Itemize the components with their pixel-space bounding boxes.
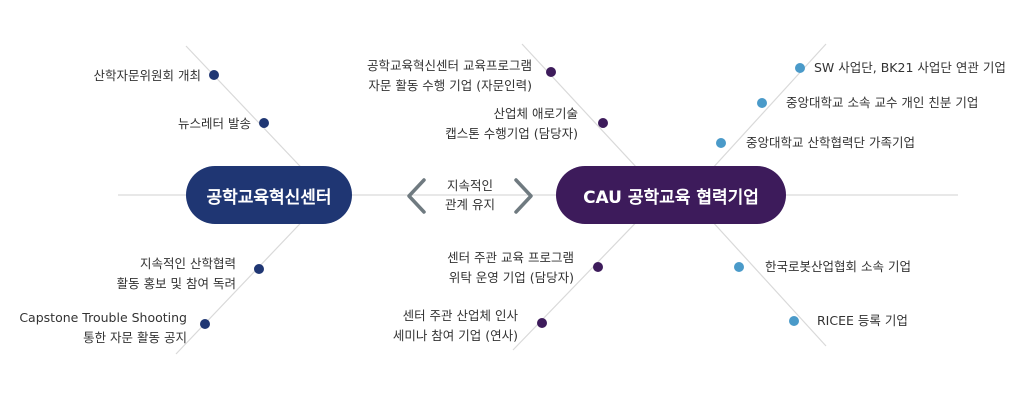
center-node-partner-companies-label: CAU 공학교육 협력기업: [583, 187, 759, 208]
left-item-advisory-committee: 산학자문위원회 개최: [94, 66, 201, 86]
left-item-advisory-committee-line-1: 산학자문위원회 개최: [93, 68, 201, 83]
center-node-partner-companies: CAU 공학교육 협력기업: [556, 166, 786, 224]
center-node-innovation-center-label: 공학교육혁신센터: [206, 187, 332, 208]
right-item-sw-bk21-dot: [795, 63, 805, 73]
middle-item-program-company-line-1: 센터 주관 교육 프로그램: [447, 250, 574, 265]
left-item-capstone: Capstone Trouble Shooting 통한 자문 활동 공지: [19, 308, 187, 348]
left-item-promotion: 지속적인 산학협력 활동 홍보 및 참여 독려: [117, 254, 236, 294]
left-diagonal-bottom: [175, 207, 316, 355]
middle-item-seminar-company-line-1: 센터 주관 산업체 인사: [402, 308, 518, 323]
center-node-innovation-center: 공학교육혁신센터: [186, 166, 352, 224]
left-item-capstone-dot: [200, 319, 210, 329]
left-item-newsletter: 뉴스레터 발송: [178, 114, 251, 134]
chevron-left-icon: [407, 178, 426, 214]
middle-item-program-company: 센터 주관 교육 프로그램 위탁 운영 기업 (담당자): [447, 248, 574, 288]
right-item-ricee-line-1: RICEE 등록 기업: [817, 313, 908, 328]
middle-item-advisory-company-line-2: 자문 활동 수행 기업 (자문인력): [368, 78, 532, 93]
middle-item-seminar-company-line-2: 세미나 참여 기업 (연사): [392, 328, 518, 343]
middle-item-capstone-company-line-2: 캡스톤 수행기업 (담당자): [445, 126, 578, 141]
middle-item-seminar-company: 센터 주관 산업체 인사 세미나 참여 기업 (연사): [393, 306, 518, 346]
right-diagonal-bottom: [699, 207, 827, 347]
middle-diagonal-bottom: [512, 207, 651, 351]
right-item-sw-bk21: SW 사업단, BK21 사업단 연관 기업: [814, 58, 1006, 78]
middle-item-seminar-company-dot: [537, 318, 547, 328]
right-item-professor: 중앙대학교 소속 교수 개인 친분 기업: [786, 93, 978, 113]
relation-label: 지속적인 관계 유지: [430, 176, 510, 214]
right-item-robot-association-dot: [734, 262, 744, 272]
relation-label-line-1: 지속적인: [446, 178, 493, 193]
right-item-ricee-dot: [789, 316, 799, 326]
middle-item-advisory-company-dot: [546, 67, 556, 77]
right-item-professor-dot: [757, 98, 767, 108]
right-item-professor-line-1: 중앙대학교 소속 교수 개인 친분 기업: [786, 95, 979, 110]
right-item-sw-bk21-line-1: SW 사업단, BK21 사업단 연관 기업: [814, 60, 1006, 75]
middle-item-advisory-company-line-1: 공학교육혁신센터 교육프로그램: [367, 58, 532, 73]
left-item-newsletter-dot: [259, 118, 269, 128]
left-item-promotion-line-2: 활동 홍보 및 참여 독려: [116, 276, 236, 291]
left-item-capstone-line-1: Capstone Trouble Shooting: [19, 310, 187, 325]
left-item-promotion-dot: [254, 264, 264, 274]
middle-item-capstone-company-dot: [598, 118, 608, 128]
middle-item-program-company-dot: [593, 262, 603, 272]
right-diagonal-top: [699, 43, 827, 183]
left-item-capstone-line-2: 통한 자문 활동 공지: [83, 330, 187, 345]
middle-item-advisory-company: 공학교육혁신센터 교육프로그램 자문 활동 수행 기업 (자문인력): [367, 56, 532, 96]
right-item-ricee: RICEE 등록 기업: [817, 311, 908, 331]
right-item-family-company: 중앙대학교 산학협력단 가족기업: [746, 133, 915, 153]
left-diagonal-top: [185, 45, 316, 183]
relation-label-line-2: 관계 유지: [445, 197, 495, 212]
chevron-right-icon: [514, 178, 533, 214]
right-item-family-company-line-1: 중앙대학교 산학협력단 가족기업: [746, 135, 915, 150]
right-item-robot-association-line-1: 한국로봇산업협회 소속 기업: [765, 259, 911, 274]
middle-item-program-company-line-2: 위탁 운영 기업 (담당자): [448, 270, 574, 285]
middle-item-capstone-company-line-1: 산업체 애로기술: [493, 106, 578, 121]
left-item-newsletter-line-1: 뉴스레터 발송: [178, 116, 251, 131]
middle-item-capstone-company: 산업체 애로기술 캡스톤 수행기업 (담당자): [445, 104, 578, 144]
left-item-promotion-line-1: 지속적인 산학협력: [140, 256, 236, 271]
left-item-advisory-committee-dot: [209, 70, 219, 80]
right-item-family-company-dot: [716, 138, 726, 148]
middle-diagonal-top: [521, 43, 651, 183]
right-item-robot-association: 한국로봇산업협회 소속 기업: [765, 257, 911, 277]
